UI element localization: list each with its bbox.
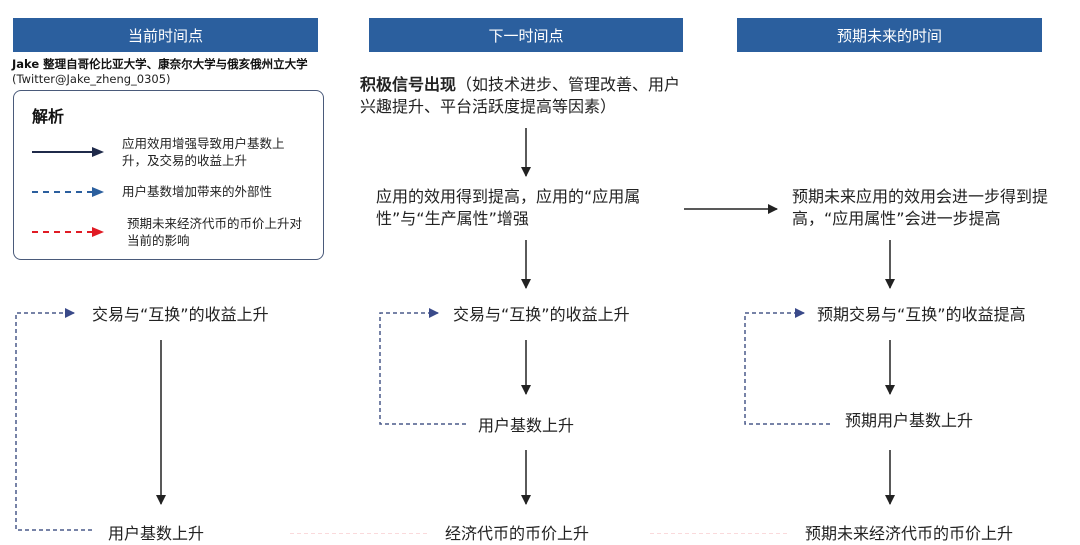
- credit-handle: (Twitter@Jake_zheng_0305): [12, 72, 171, 86]
- node-utility-future: 预期未来应用的效用会进一步得到提高，“应用属性”会进一步提高: [792, 187, 1049, 228]
- externality-loop-next: [379, 308, 466, 425]
- node-users-current: 用户基数上升: [108, 524, 205, 543]
- legend-red-dashed-arrow-icon: [32, 227, 104, 237]
- node-users-future: 预期用户基数上升: [845, 411, 974, 430]
- column-header-next: 下一时间点: [369, 18, 683, 52]
- node-trade-current: 交易与“互换”的收益上升: [92, 305, 269, 324]
- node-price-next: 经济代币的币价上升: [445, 524, 590, 543]
- legend-item-red-dashed: 预期未来经济代币的币价上升对当前的影响: [127, 216, 303, 248]
- externality-loop-future: [744, 308, 830, 425]
- legend-blue-dashed-arrow-icon: [32, 187, 104, 197]
- node-trade-future: 预期交易与“互换”的收益提高: [817, 305, 1026, 324]
- column-header-future: 预期未来的时间: [737, 18, 1042, 52]
- credit-line: Jake 整理自哥伦比亚大学、康奈尔大学与俄亥俄州立大学: [12, 57, 308, 71]
- flow-connectors: [15, 128, 895, 534]
- externality-loop-current: [15, 308, 92, 531]
- legend-item-solid: 应用效用增强导致用户基数上升，及交易的收益上升: [122, 136, 285, 168]
- legend-solid-arrow-icon: [32, 147, 104, 157]
- node-utility-next: 应用的效用得到提高，应用的“应用属性”与“生产属性”增强: [376, 187, 641, 228]
- node-trade-next: 交易与“互换”的收益上升: [453, 305, 630, 324]
- node-price-future: 预期未来经济代币的币价上升: [805, 524, 1014, 543]
- legend-arrows: [32, 147, 104, 237]
- node-positive-signal-title: 积极信号出现: [360, 75, 457, 94]
- legend-box: 解析 应用效用增强导致用户基数上升，及交易的收益上升 用户基数增加带来的外部性 …: [13, 90, 324, 260]
- legend-title: 解析: [32, 107, 65, 126]
- node-users-next: 用户基数上升: [478, 416, 575, 435]
- node-positive-signal-detail: （如技术进步、管理改善、用户兴趣提升、平台活跃度提高等因素）: [360, 75, 681, 116]
- node-positive-signal: 积极信号出现（如技术进步、管理改善、用户兴趣提升、平台活跃度提高等因素）: [360, 74, 690, 118]
- column-header-current: 当前时间点: [13, 18, 318, 52]
- legend-item-blue-dashed: 用户基数增加带来的外部性: [122, 184, 273, 199]
